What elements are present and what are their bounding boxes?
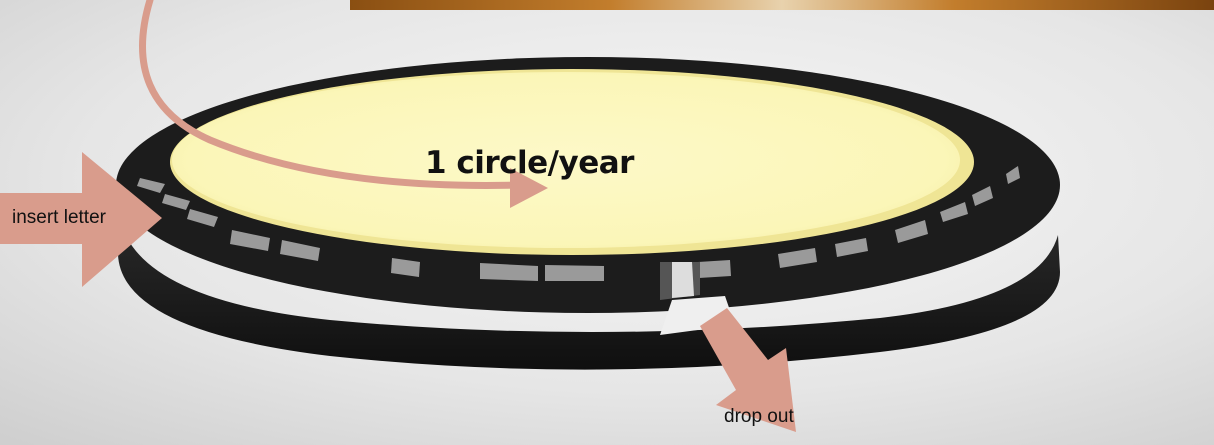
insert-label: insert letter — [12, 207, 106, 229]
drop-label: drop out — [724, 406, 794, 428]
rotation-label: 1 circle/year — [425, 145, 634, 181]
top-photo-strip — [350, 0, 1214, 10]
